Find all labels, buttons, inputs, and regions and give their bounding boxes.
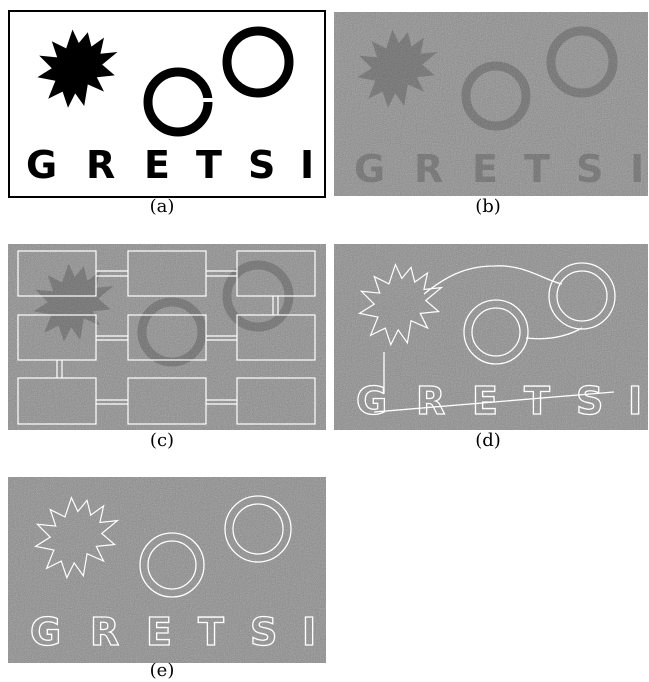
logo-letter: S (576, 147, 603, 191)
logo-letter: G (354, 147, 385, 191)
logo-letter: R (86, 143, 115, 187)
logo-letter: S (248, 143, 275, 187)
logo-letter: R (416, 379, 445, 423)
logo-letter: R (90, 610, 119, 654)
logo-letter: E (472, 379, 498, 423)
panel-b: G R E T S I (334, 12, 648, 196)
logo-letter: G (30, 610, 61, 654)
caption-d: (d) (448, 430, 528, 451)
logo-letter: I (628, 379, 642, 423)
logo-letter: I (630, 147, 644, 191)
panel-b-image: G R E T S I (334, 12, 648, 196)
logo-letter: G (356, 379, 387, 423)
logo-letter: G (26, 143, 57, 187)
logo-letter: T (196, 143, 222, 187)
logo-letter: I (302, 610, 316, 654)
logo-letter: E (144, 143, 170, 187)
logo-letter: R (414, 147, 443, 191)
logo-letter: E (472, 147, 498, 191)
logo-letter: E (146, 610, 172, 654)
caption-c: (c) (122, 430, 202, 451)
caption-b: (b) (448, 196, 528, 217)
panel-c (8, 244, 326, 430)
caption-a: (a) (122, 196, 202, 217)
logo-letter: T (524, 147, 550, 191)
panel-c-image (8, 244, 326, 430)
panel-e: G R E T S I (8, 477, 326, 663)
panel-a-image: G R E T S I (8, 10, 326, 198)
caption-e: (e) (122, 660, 202, 681)
logo-letter: T (198, 610, 224, 654)
panel-a: G R E T S I (8, 10, 326, 198)
panel-d-image: G R E T S I (334, 244, 648, 430)
logo-letter: T (524, 379, 550, 423)
logo-letter: I (300, 143, 314, 187)
panel-d: G R E T S I (334, 244, 648, 430)
logo-letter: S (250, 610, 277, 654)
logo-letter: S (576, 379, 603, 423)
panel-e-image: G R E T S I (8, 477, 326, 663)
